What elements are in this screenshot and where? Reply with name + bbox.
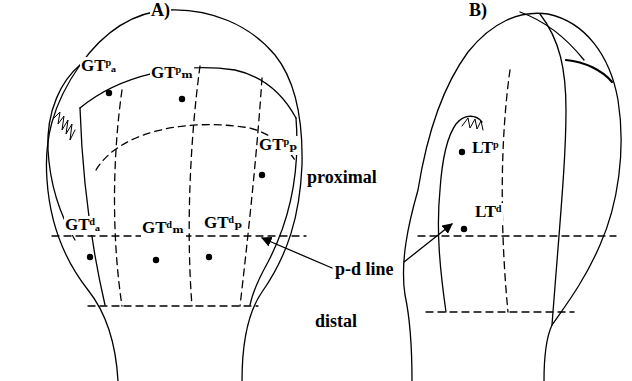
region-outline [520,12,584,60]
bone-contour [48,65,80,240]
bone-outline [403,13,621,381]
region-outline [566,60,612,82]
region-label: LTᵖ [471,139,500,158]
leader-arrow [404,224,452,262]
bone-outline [46,10,302,381]
hatching [462,118,483,130]
region-label: GTᵈₐ [64,216,101,235]
leader-arrow [262,238,332,268]
panel-label: A) [150,1,171,21]
region-label: GTᵖₚ [258,136,299,155]
direction-label: p-d line [334,260,395,280]
region-outline [540,14,566,325]
point-marker [87,90,265,263]
grid-lines [52,66,306,306]
direction-label: distal [314,312,358,332]
region-label: GTᵖₐ [80,57,117,76]
region-label: GTᵈₚ [203,214,244,233]
grid-lines [418,70,616,312]
direction-label: proximal [306,168,378,188]
point-marker [459,149,467,232]
panel-label: B) [468,1,488,21]
region-outline [80,108,105,305]
region-label: LTᵈ [474,203,503,222]
region-label: GTᵖₘ [150,64,194,83]
hatching [54,112,75,140]
region-label: GTᵈₘ [141,219,186,238]
